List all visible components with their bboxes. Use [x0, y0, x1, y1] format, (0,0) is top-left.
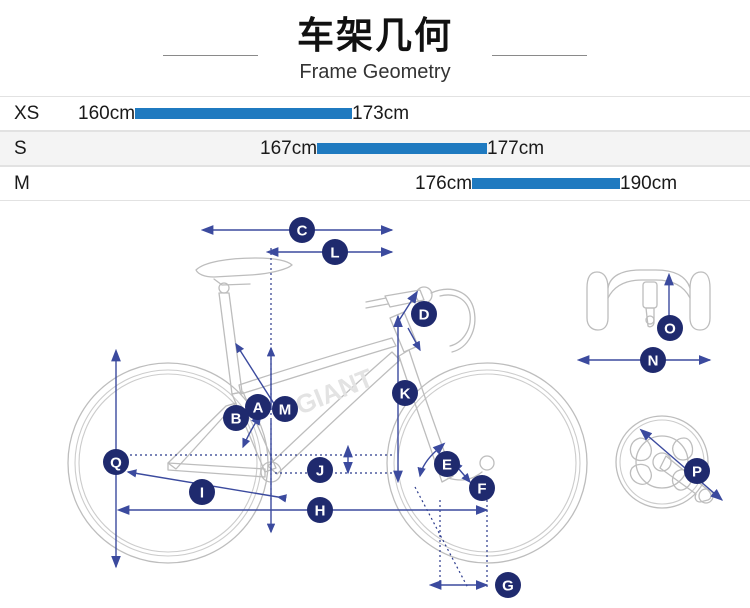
marker-standover-height: M	[272, 396, 298, 422]
marker-letter: B	[231, 411, 242, 428]
size-row: M 176cm 190cm	[0, 166, 750, 201]
marker-seat-tube-angle: B	[223, 405, 249, 431]
frame-watermark: GIANT	[291, 362, 377, 420]
marker-seat-tube-length: A	[245, 394, 271, 420]
height-range: 176cm 190cm	[415, 173, 677, 195]
height-range: 167cm 177cm	[260, 138, 544, 160]
marker-letter: P	[692, 464, 702, 481]
marker-trail: G	[495, 572, 521, 598]
title-rule-right	[492, 55, 587, 56]
range-bar	[317, 143, 488, 154]
marker-head-tube-angle: E	[434, 451, 460, 477]
marker-bottom-bracket-drop: J	[307, 457, 333, 483]
marker-letter: F	[477, 481, 486, 498]
marker-handlebar-drop: O	[657, 315, 683, 341]
range-bar	[472, 178, 621, 189]
marker-letter: A	[253, 400, 264, 417]
marker-chainstay-length: I	[189, 479, 215, 505]
range-min: 167cm	[260, 137, 318, 159]
marker-wheelbase: H	[307, 497, 333, 523]
range-max: 190cm	[620, 172, 678, 194]
range-min: 176cm	[415, 172, 473, 194]
bike-geometry-diagram: GIANT	[0, 200, 750, 608]
marker-letter: J	[316, 463, 324, 480]
marker-letter: N	[648, 353, 659, 370]
marker-letter: O	[664, 321, 676, 338]
range-max: 177cm	[487, 137, 545, 159]
marker-handlebar-width: N	[640, 347, 666, 373]
page-title-chinese: 车架几何	[297, 15, 453, 56]
size-row: S 167cm 177cm	[0, 131, 750, 166]
marker-letter: E	[442, 457, 452, 474]
marker-letter: K	[400, 386, 411, 403]
marker-wheel-diameter: Q	[103, 449, 129, 475]
marker-letter: M	[279, 402, 292, 419]
marker-reach: L	[322, 239, 348, 265]
marker-letter: D	[419, 307, 430, 324]
marker-letter: Q	[110, 455, 122, 472]
size-row: XS 160cm 173cm	[0, 96, 750, 131]
marker-horizontal-top-tube-length: C	[289, 217, 315, 243]
page-header: 车架几何 Frame Geometry	[0, 0, 750, 95]
size-label: S	[14, 137, 27, 159]
marker-letter: C	[297, 223, 308, 240]
height-range: 160cm 173cm	[78, 103, 409, 125]
dimension-markers: AB C D E F G H I J K L M NO P Q	[103, 217, 710, 598]
marker-letter: G	[502, 578, 514, 595]
marker-letter: I	[200, 485, 204, 502]
range-min: 160cm	[78, 102, 136, 124]
page-title-english: Frame Geometry	[299, 61, 451, 83]
marker-head-tube-length: D	[411, 301, 437, 327]
title-rule-left	[163, 55, 258, 56]
marker-letter: L	[330, 245, 339, 262]
range-bar	[135, 108, 353, 119]
marker-crank-length: P	[684, 458, 710, 484]
marker-fork-rake: F	[469, 475, 495, 501]
range-max: 173cm	[352, 102, 410, 124]
size-label: M	[14, 172, 30, 194]
marker-stack: K	[392, 380, 418, 406]
handlebar-inset	[576, 269, 712, 365]
marker-letter: H	[315, 503, 326, 520]
size-label: XS	[14, 102, 40, 124]
